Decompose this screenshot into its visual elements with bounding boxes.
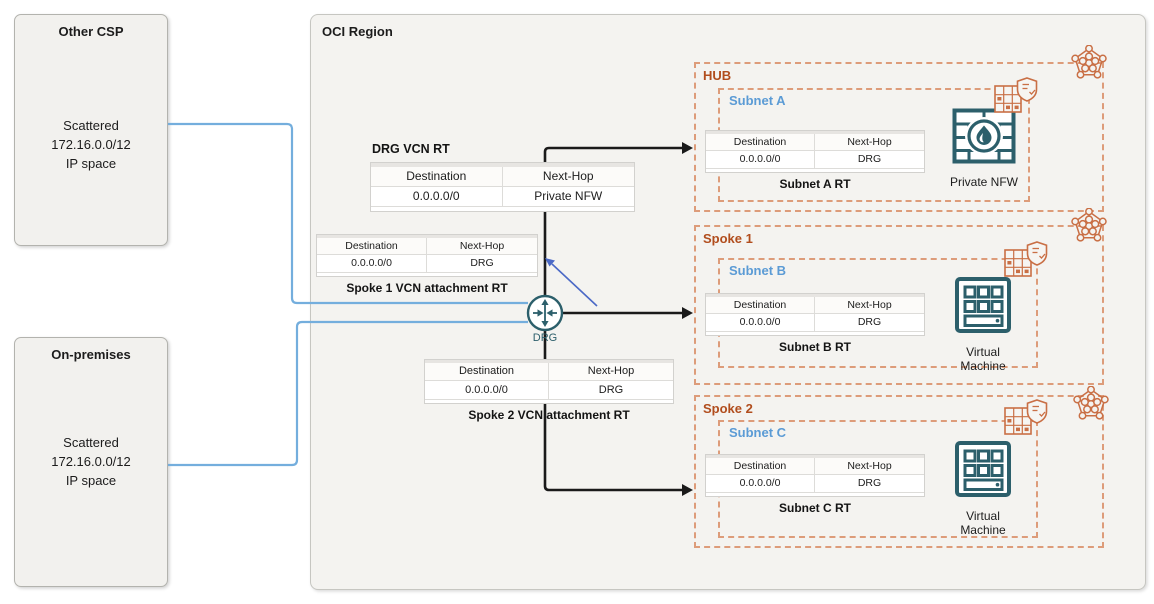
spoke1-vm-label: Virtual Machine xyxy=(960,345,1006,373)
other-csp-to-drg-line xyxy=(168,122,528,305)
rt-cell-destination: 0.0.0.0/0 xyxy=(317,255,427,272)
arrowhead-to-spoke1 xyxy=(682,307,693,319)
rt-cell-nexthop: DRG xyxy=(598,384,624,396)
spoke1-vcn-box: Spoke 1 xyxy=(694,225,1104,385)
oci-region-title: OCI Region xyxy=(322,24,393,39)
hub-vcn-box: HUB xyxy=(694,62,1104,212)
rt-cell-nexthop: DRG xyxy=(857,153,882,165)
rt-cell-destination: 0.0.0.0/0 xyxy=(706,151,815,168)
spoke2-attachment-rt: Destination Next-Hop 0.0.0.0/0 DRG Spoke… xyxy=(424,359,674,422)
route-table: Destination Next-Hop 0.0.0.0/0 DRG xyxy=(705,293,925,336)
rt-cell-nexthop: DRG xyxy=(857,477,882,489)
route-table: Destination Next-Hop 0.0.0.0/0 DRG xyxy=(316,234,538,277)
spoke1-virtual-machine: Virtual Machine xyxy=(948,276,1018,373)
route-table: Destination Next-Hop 0.0.0.0/0 DRG xyxy=(705,130,925,173)
rt-header-nexthop: Next-Hop xyxy=(587,365,635,377)
rt-header-destination: Destination xyxy=(706,134,815,150)
private-nfw: Private NFW xyxy=(944,108,1024,189)
subnet-c-title: Subnet C xyxy=(729,425,787,440)
rt-header-destination: Destination xyxy=(371,167,503,186)
subnet-b-rt-title: Subnet B RT xyxy=(779,340,851,354)
on-premises-title: On-premises xyxy=(51,347,131,362)
vcn-icon xyxy=(1071,208,1107,242)
drg-vcn-rt: DRG VCN RT Destination Next-Hop 0.0.0.0/… xyxy=(370,142,635,212)
route-table: Destination Next-Hop 0.0.0.0/0 Private N… xyxy=(370,162,635,212)
spoke1-vcn-title: Spoke 1 xyxy=(703,231,753,246)
subnet-a-title: Subnet A xyxy=(729,93,786,108)
rt-cell-nexthop: Private NFW xyxy=(534,189,603,203)
rt-header-nexthop: Next-Hop xyxy=(542,169,594,183)
subnet-a-rt-title: Subnet A RT xyxy=(779,177,851,191)
security-route-table-icon xyxy=(994,77,1038,113)
spoke1-attachment-rt-title: Spoke 1 VCN attachment RT xyxy=(346,281,508,295)
annotation-arrowhead xyxy=(545,258,555,267)
other-csp-title: Other CSP xyxy=(58,24,124,39)
rt-header-nexthop: Next-Hop xyxy=(847,299,892,311)
rt-header-destination: Destination xyxy=(706,458,815,474)
rt-header-nexthop: Next-Hop xyxy=(847,136,892,148)
vcn-icon xyxy=(1073,386,1109,420)
rt-header-nexthop: Next-Hop xyxy=(847,460,892,472)
spoke2-vcn-title: Spoke 2 xyxy=(703,401,753,416)
rt-header-destination: Destination xyxy=(317,238,427,254)
virtual-machine-icon xyxy=(955,441,1011,497)
subnet-b-title: Subnet B xyxy=(729,263,787,278)
virtual-machine-icon xyxy=(955,277,1011,333)
drg-vcn-rt-title: DRG VCN RT xyxy=(372,142,450,156)
spoke1-attachment-rt: Destination Next-Hop 0.0.0.0/0 DRG Spoke… xyxy=(316,234,538,295)
spoke2-virtual-machine: Virtual Machine xyxy=(948,440,1018,537)
private-nfw-label: Private NFW xyxy=(949,175,1018,189)
rt-cell-nexthop: DRG xyxy=(470,257,494,269)
spoke2-vm-label: Virtual Machine xyxy=(960,509,1006,537)
rt-cell-destination: 0.0.0.0/0 xyxy=(371,187,503,206)
security-route-table-icon xyxy=(1004,241,1048,277)
subnet-a-rt: Destination Next-Hop 0.0.0.0/0 DRG Subne… xyxy=(705,130,925,191)
rt-cell-nexthop: DRG xyxy=(857,316,882,328)
subnet-c-rt-title: Subnet C RT xyxy=(779,501,851,515)
firewall-icon xyxy=(952,108,1016,164)
spoke2-attachment-rt-title: Spoke 2 VCN attachment RT xyxy=(468,408,630,422)
arrowhead-to-hub xyxy=(682,142,693,154)
rt-header-destination: Destination xyxy=(706,297,815,313)
arrowhead-to-spoke2 xyxy=(682,484,693,496)
vcn-icon xyxy=(1071,45,1107,79)
security-route-table-icon xyxy=(1004,399,1048,435)
rt-cell-destination: 0.0.0.0/0 xyxy=(706,314,815,331)
hub-vcn-title: HUB xyxy=(703,68,732,83)
on-premises-text: Scattered 172.16.0.0/12 IP space xyxy=(51,435,131,488)
annotation-arrow-line xyxy=(551,263,598,307)
subnet-c-rt: Destination Next-Hop 0.0.0.0/0 DRG Subne… xyxy=(705,454,925,515)
rt-header-destination: Destination xyxy=(425,363,549,380)
spoke2-vcn-box: Spoke 2 xyxy=(694,395,1104,548)
subnet-b-rt: Destination Next-Hop 0.0.0.0/0 DRG Subne… xyxy=(705,293,925,354)
other-csp-box: Other CSP Scattered 172.16.0.0/12 IP spa… xyxy=(14,14,168,246)
rt-cell-destination: 0.0.0.0/0 xyxy=(706,475,815,492)
drg-icon xyxy=(526,294,564,332)
rt-cell-destination: 0.0.0.0/0 xyxy=(425,381,549,399)
other-csp-text: Scattered 172.16.0.0/12 IP space xyxy=(51,118,131,171)
rt-header-nexthop: Next-Hop xyxy=(459,240,505,252)
drg-label: DRG xyxy=(532,332,558,344)
on-premises-box: On-premises Scattered 172.16.0.0/12 IP s… xyxy=(14,337,168,587)
route-table: Destination Next-Hop 0.0.0.0/0 DRG xyxy=(424,359,674,404)
on-premises-to-drg-line xyxy=(168,320,528,467)
route-table: Destination Next-Hop 0.0.0.0/0 DRG xyxy=(705,454,925,497)
